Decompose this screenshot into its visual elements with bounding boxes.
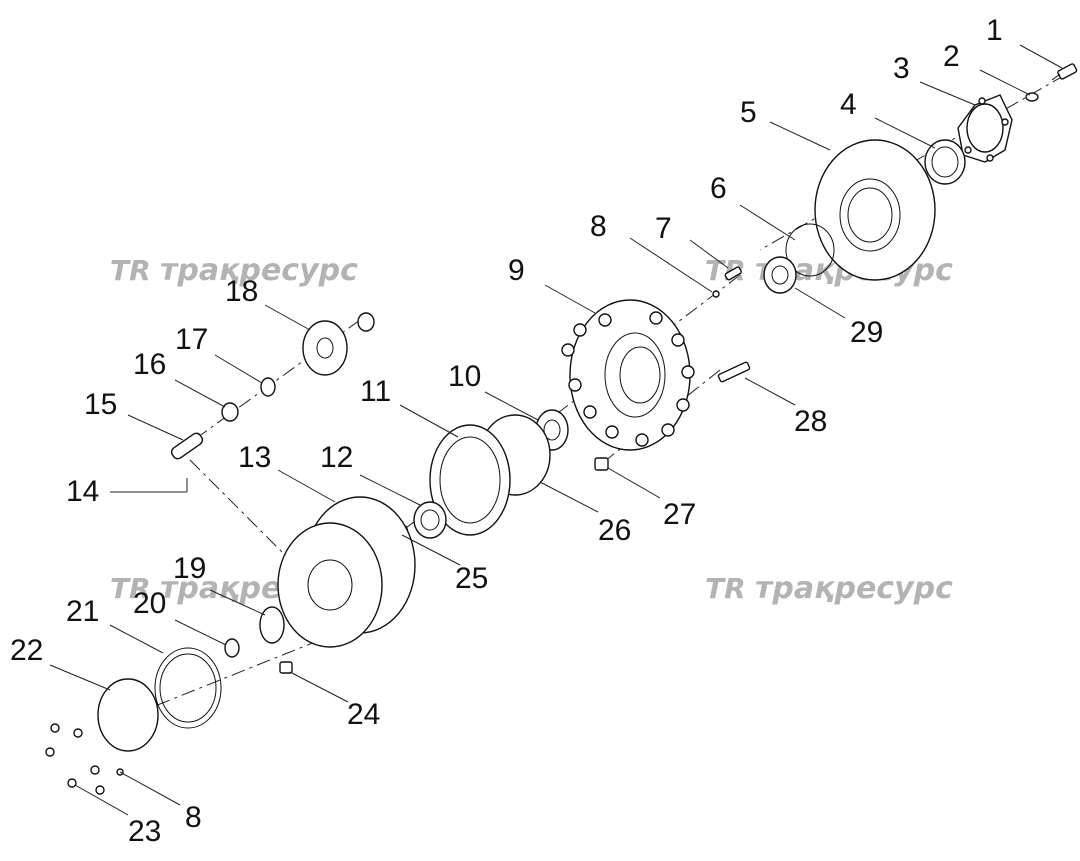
part-6-o-ring [785, 223, 835, 277]
callout-21: 21 [66, 595, 99, 628]
callout-9: 9 [508, 254, 525, 287]
callout-13: 13 [238, 441, 271, 474]
watermark-logo: TR [110, 254, 151, 287]
part-24-plug [279, 661, 293, 674]
callout-10: 10 [448, 360, 481, 393]
callout-labels: 1 2 3 4 5 6 7 8 9 10 11 12 13 14 15 16 1… [10, 14, 1003, 848]
callout-2: 2 [943, 40, 960, 73]
part-21-gasket [154, 647, 222, 729]
callout-8-lower: 8 [185, 801, 202, 834]
callout-26: 26 [598, 514, 631, 547]
part-23-screws [45, 723, 105, 795]
callout-23: 23 [128, 815, 161, 848]
part-22-cover [97, 678, 159, 752]
callout-27: 27 [663, 498, 696, 531]
watermark-top-left: TR трақресурс [110, 253, 358, 288]
part-16-washer [221, 402, 239, 422]
callout-25: 25 [455, 562, 488, 595]
callout-1: 1 [986, 14, 1003, 47]
part-18-gear [302, 320, 348, 376]
part-5-brake-disc [814, 139, 936, 281]
part-8-washer-upper [712, 290, 720, 298]
part-27-nut [594, 457, 609, 471]
part-4-seal [924, 139, 966, 185]
part-29-bearing [763, 256, 797, 294]
callout-16: 16 [133, 348, 166, 381]
part-18-washer [357, 312, 375, 332]
part-3-gasket [957, 94, 1013, 163]
watermark-logo: TR [110, 572, 151, 605]
callout-17: 17 [175, 323, 208, 356]
callout-8-upper: 8 [590, 210, 607, 243]
part-12-seal [413, 501, 447, 539]
part-9-hub [561, 299, 695, 451]
part-15-pin [170, 432, 204, 460]
watermark-logo: TR [705, 572, 746, 605]
leader-lines [49, 44, 1063, 816]
part-11-ring-gear [429, 414, 551, 536]
part-28-bolt [717, 361, 751, 383]
callout-28: 28 [794, 405, 827, 438]
callout-11: 11 [360, 375, 391, 408]
callout-6: 6 [710, 172, 727, 205]
callout-4: 4 [840, 88, 857, 121]
callout-24: 24 [347, 698, 380, 731]
part-13-housing [277, 496, 416, 648]
part-20-ring [224, 638, 240, 658]
callout-18: 18 [225, 275, 258, 308]
part-17-needle-bearing [260, 377, 276, 397]
callout-15: 15 [84, 388, 117, 421]
callout-20: 20 [133, 587, 166, 620]
part-19-sun-gear [259, 606, 285, 644]
watermark-text: трақресурс [160, 253, 358, 288]
callout-5: 5 [740, 96, 757, 129]
callout-7: 7 [655, 212, 672, 245]
callout-22: 22 [10, 634, 43, 667]
callout-3: 3 [893, 52, 910, 85]
callout-29: 29 [850, 316, 883, 349]
part-1-bolt [1051, 63, 1078, 81]
callout-19: 19 [173, 552, 206, 585]
watermark-text: трақресурс [755, 571, 953, 606]
callout-12: 12 [320, 441, 353, 474]
callout-14: 14 [66, 475, 99, 508]
watermark-middle-right: TR трақресурс [705, 571, 953, 606]
part-7-pin [724, 266, 742, 281]
